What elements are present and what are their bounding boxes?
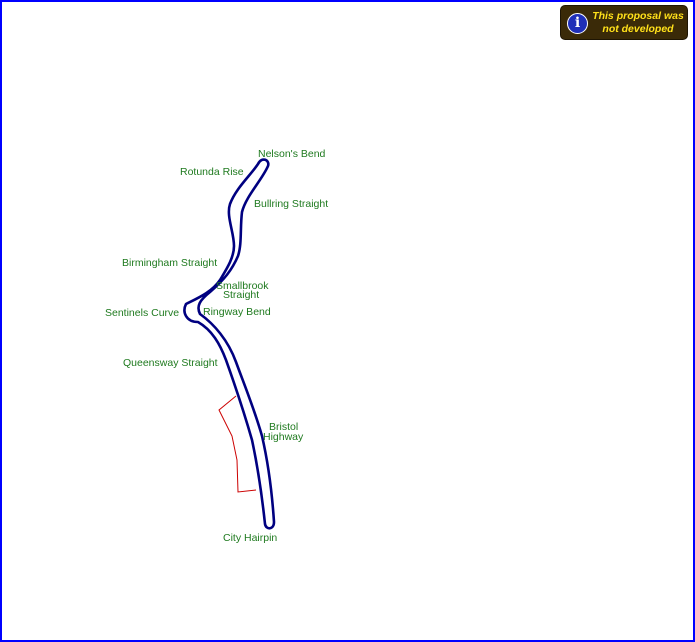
boundary-outline (218, 395, 257, 493)
label-bullring-straight: Bullring Straight (254, 198, 328, 210)
label-smallbrook-straight-line1: Smallbrook (216, 280, 269, 292)
label-bristol-highway-line1: Bristol (269, 421, 298, 433)
label-smallbrook-straight-line2: Straight (223, 289, 259, 301)
label-bristol-highway-line2: Highway (263, 431, 304, 443)
proposal-notice: i This proposal was not developed (560, 5, 688, 40)
label-queensway-straight: Queensway Straight (123, 357, 218, 369)
notice-text-line1: This proposal was (592, 10, 684, 22)
label-city-hairpin: City Hairpin (223, 532, 277, 544)
circuit-route[interactable] (183, 158, 276, 530)
label-sentinels-curve: Sentinels Curve (105, 307, 179, 319)
info-icon: i (567, 13, 588, 34)
label-ringway-bend: Ringway Bend (203, 306, 271, 318)
label-birmingham-straight: Birmingham Straight (122, 257, 217, 269)
label-rotunda-rise: Rotunda Rise (180, 166, 244, 178)
notice-text-line2: not developed (602, 23, 674, 35)
label-nelsons-bend: Nelson's Bend (258, 148, 326, 160)
notice-text: This proposal was not developed (589, 10, 687, 36)
